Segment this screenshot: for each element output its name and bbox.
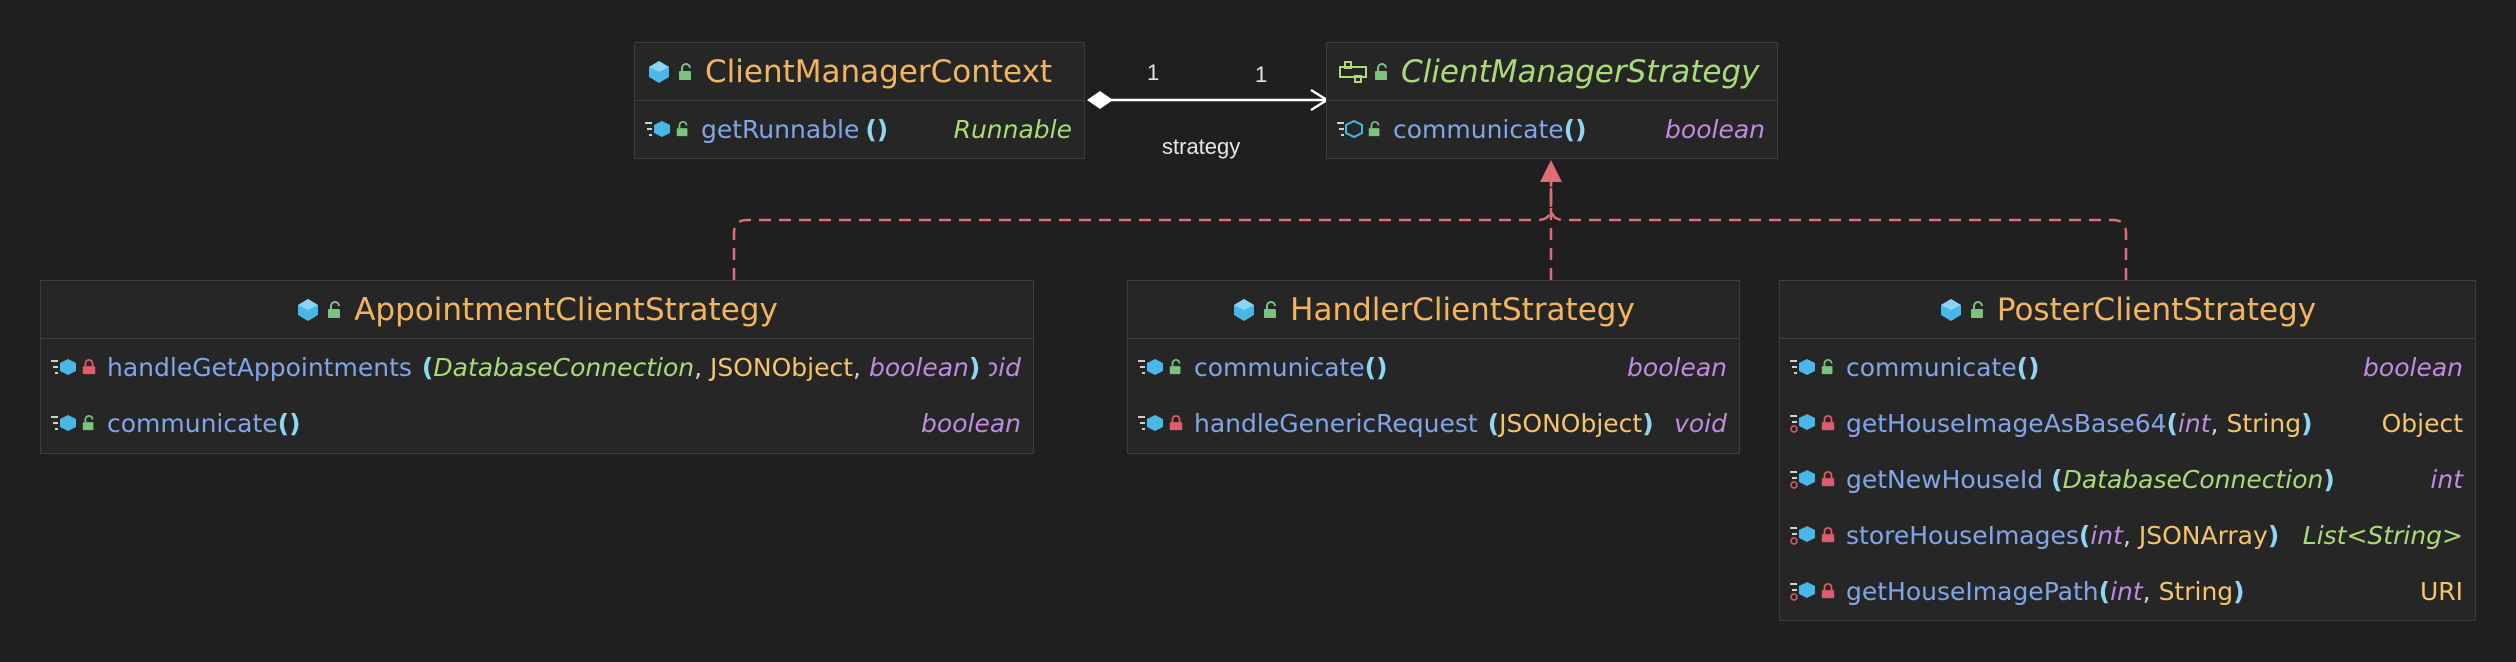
param-type: DatabaseConnection — [433, 352, 695, 382]
return-type: Object — [2381, 408, 2463, 438]
class-header: ClientManagerContext — [635, 43, 1084, 101]
method-name: communicate — [107, 408, 278, 438]
method-row[interactable]: getRunnable() Runnable — [635, 101, 1084, 157]
composition-diamond — [1087, 91, 1113, 109]
class-name: HandlerClientStrategy — [1290, 291, 1635, 328]
public-visibility-icon — [1264, 300, 1277, 318]
private-visibility-icon — [1821, 415, 1835, 431]
method-name: handleGetAppointments — [107, 352, 412, 382]
public-visibility-icon — [328, 300, 341, 318]
return-type: List<String> — [2302, 520, 2463, 550]
param-type: String — [2158, 576, 2234, 606]
class-header: PosterClientStrategy — [1780, 281, 2475, 339]
public-visibility-icon — [679, 62, 691, 80]
static-method-icon — [1790, 582, 1815, 601]
abstract-method-icon — [1337, 120, 1363, 138]
return-type: boolean — [921, 408, 1021, 438]
public-visibility-icon — [676, 121, 688, 137]
private-visibility-icon — [1821, 583, 1835, 599]
realization-arrowhead — [1540, 160, 1562, 182]
method-name: getNewHouseId — [1846, 464, 2044, 494]
method-row[interactable]: communicate() boolean — [1327, 101, 1777, 157]
return-type: void — [989, 352, 1021, 382]
param-type: JSONObject — [1499, 408, 1643, 438]
class-icon — [1234, 298, 1255, 321]
method-row[interactable]: getHouseImagePath (int, String) URI — [1780, 563, 2475, 619]
method-row[interactable]: communicate() boolean — [1780, 339, 2475, 395]
return-type: int — [2430, 464, 2463, 494]
method-row[interactable]: handleGetAppointments (DatabaseConnectio… — [41, 339, 1033, 395]
method-icon — [1790, 359, 1815, 375]
static-method-icon — [1790, 414, 1815, 433]
class-appointment-client-strategy[interactable]: AppointmentClientStrategy handleGetAppoi… — [40, 280, 1034, 454]
return-type: URI — [2419, 576, 2463, 606]
method-icon — [1138, 415, 1163, 431]
method-row[interactable]: handleGenericRequest (JSONObject) void — [1128, 395, 1739, 451]
class-name: AppointmentClientStrategy — [354, 291, 778, 328]
interface-name: ClientManagerStrategy — [1401, 53, 1760, 90]
method-icon — [1138, 359, 1163, 375]
method-row[interactable]: communicate() boolean — [1128, 339, 1739, 395]
multiplicity-target: 1 — [1255, 62, 1268, 87]
class-header: AppointmentClientStrategy — [41, 281, 1033, 339]
method-name: getHouseImagePath — [1846, 576, 2099, 606]
private-visibility-icon — [1821, 471, 1835, 487]
method-icon — [51, 415, 76, 431]
class-icon — [1940, 298, 1961, 321]
method-row[interactable]: getHouseImageAsBase64 (int, String) Obje… — [1780, 395, 2475, 451]
class-name: PosterClientStrategy — [1996, 291, 2317, 328]
param-type: DatabaseConnection — [2062, 464, 2324, 494]
method-name: handleGenericRequest — [1194, 408, 1478, 438]
method-row[interactable]: getNewHouseId (DatabaseConnection) int — [1780, 451, 2475, 507]
public-visibility-icon — [1375, 62, 1387, 80]
param-type: JSONArray — [2138, 520, 2268, 550]
class-poster-client-strategy[interactable]: PosterClientStrategy communicate() boole… — [1779, 280, 2476, 621]
static-method-icon — [1790, 526, 1815, 545]
param-type: boolean — [868, 352, 969, 382]
private-visibility-icon — [82, 359, 96, 375]
class-client-manager-context[interactable]: ClientManagerContext getRunnable() Runna… — [634, 42, 1085, 159]
return-type: void — [1674, 408, 1727, 438]
association-role-label: strategy — [1162, 134, 1241, 159]
class-header: ClientManagerStrategy — [1327, 43, 1777, 101]
public-visibility-icon — [82, 415, 94, 431]
private-visibility-icon — [1821, 527, 1835, 543]
return-type: boolean — [1627, 352, 1727, 382]
multiplicity-source: 1 — [1147, 60, 1160, 85]
param-type: int — [2110, 576, 2143, 606]
param-type: int — [2090, 520, 2123, 550]
param-type: JSONObject — [710, 352, 854, 382]
class-icon — [649, 60, 669, 83]
public-visibility-icon — [1368, 121, 1380, 137]
method-name: communicate — [1846, 352, 2017, 382]
method-icon — [645, 121, 670, 137]
method-name: storeHouseImages — [1846, 520, 2079, 550]
method-name: getHouseImageAsBase64 — [1846, 408, 2167, 438]
param-type: int — [2177, 408, 2211, 438]
method-icon — [51, 359, 76, 375]
interface-icon — [1339, 60, 1367, 83]
private-visibility-icon — [1169, 415, 1183, 431]
realization-edge-appointment — [732, 182, 1553, 280]
method-row[interactable]: storeHouseImages (int, JSONArray) List<S… — [1780, 507, 2475, 563]
method-name: communicate — [1194, 352, 1365, 382]
method-name: communicate — [1393, 114, 1564, 144]
param-type: String — [2226, 408, 2302, 438]
static-method-icon — [1790, 470, 1815, 489]
public-visibility-icon — [1970, 300, 1983, 318]
class-name: ClientManagerContext — [705, 53, 1053, 90]
return-type: Runnable — [953, 114, 1072, 144]
class-icon — [298, 298, 319, 321]
interface-client-manager-strategy[interactable]: ClientManagerStrategy communicate() bool… — [1326, 42, 1778, 159]
class-header: HandlerClientStrategy — [1128, 281, 1739, 339]
method-name: getRunnable — [701, 114, 860, 144]
return-type: boolean — [1665, 114, 1765, 144]
method-row[interactable]: communicate() boolean — [41, 395, 1033, 451]
return-type: boolean — [2363, 352, 2463, 382]
public-visibility-icon — [1821, 359, 1833, 375]
class-handler-client-strategy[interactable]: HandlerClientStrategy communicate() bool… — [1127, 280, 1740, 454]
realization-edge-poster — [1549, 182, 2128, 280]
public-visibility-icon — [1169, 359, 1181, 375]
